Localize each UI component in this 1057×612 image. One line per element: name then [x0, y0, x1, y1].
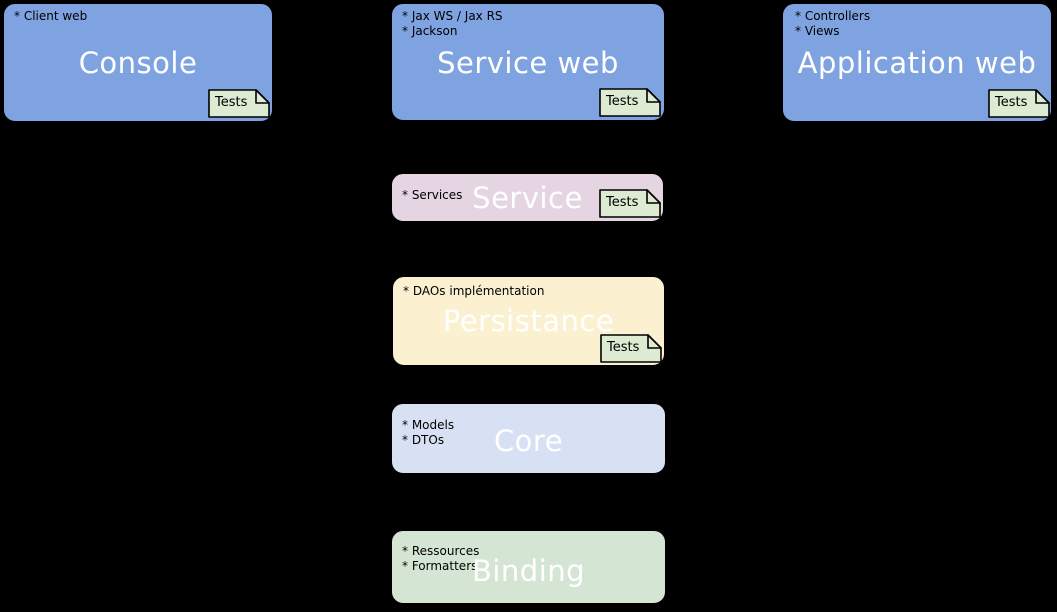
node-bullets: * Services — [402, 188, 462, 203]
node-title: Console — [78, 46, 198, 80]
note-shape-icon — [988, 89, 1050, 118]
node-bullets: * Models * DTOs — [402, 418, 454, 448]
node-application-web: * Controllers * Views Application web Te… — [781, 2, 1053, 123]
bullet-line: * Models — [402, 418, 455, 432]
node-bullets: * DAOs implémentation — [403, 284, 544, 299]
tests-note: Tests — [208, 89, 270, 118]
bullet-line: * DAOs implémentation — [403, 284, 545, 298]
note-label: Tests — [995, 95, 1028, 110]
node-persistance: * DAOs implémentation Persistance Tests — [391, 275, 666, 367]
bullet-line: * Client web — [14, 9, 88, 23]
bullet-line: * Jax WS / Jax RS — [402, 9, 503, 23]
bullet-line: * Views — [795, 24, 840, 38]
tests-note: Tests — [599, 189, 661, 218]
bullet-line: * Ressources — [402, 544, 480, 558]
node-bullets: * Ressources * Formatters — [402, 544, 479, 574]
node-console: * Client web Console Tests — [2, 2, 274, 123]
node-title: Application web — [797, 46, 1037, 80]
note-shape-icon — [599, 88, 661, 117]
node-core: * Models * DTOs Core — [390, 402, 667, 475]
node-title: Core — [493, 424, 564, 458]
tests-note: Tests — [600, 334, 662, 363]
note-label: Tests — [215, 95, 248, 110]
tests-note: Tests — [988, 89, 1050, 118]
note-label: Tests — [606, 195, 639, 210]
node-binding: * Ressources * Formatters Binding — [390, 529, 667, 605]
bullet-line: * DTOs — [402, 433, 445, 447]
bullet-line: * Jackson — [402, 24, 458, 38]
node-title: Service — [472, 181, 583, 215]
node-title: Binding — [471, 554, 586, 588]
node-title: Service web — [437, 46, 619, 80]
node-bullets: * Controllers * Views — [795, 9, 870, 39]
node-service-web: * Jax WS / Jax RS * Jackson Service web … — [390, 2, 666, 122]
bullet-line: * Controllers — [795, 9, 871, 23]
node-title: Persistance — [442, 304, 615, 338]
node-service: * Services Service Tests — [390, 172, 665, 223]
note-shape-icon — [600, 334, 662, 363]
note-label: Tests — [607, 340, 640, 355]
node-bullets: * Jax WS / Jax RS * Jackson — [402, 9, 503, 39]
note-shape-icon — [208, 89, 270, 118]
note-shape-icon — [599, 189, 661, 218]
bullet-line: * Formatters — [402, 559, 478, 573]
bullet-line: * Services — [402, 188, 463, 202]
node-bullets: * Client web — [14, 9, 87, 24]
tests-note: Tests — [599, 88, 661, 117]
note-label: Tests — [606, 94, 639, 109]
